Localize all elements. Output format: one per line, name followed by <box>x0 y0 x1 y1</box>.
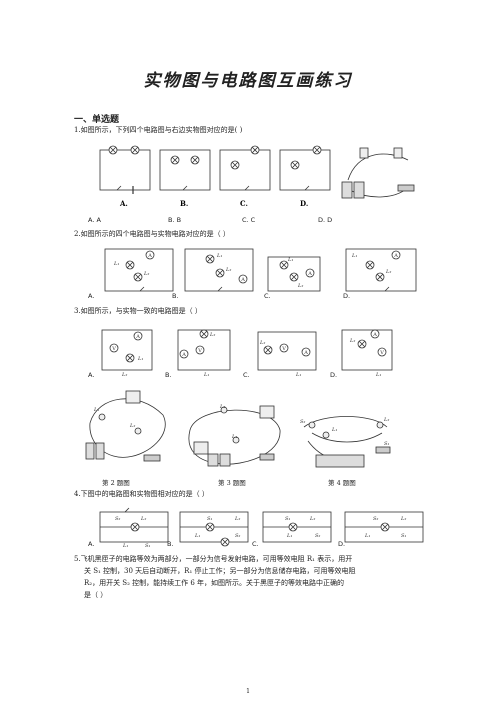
page-title: 实物图与电路图互画练习 <box>143 71 353 91</box>
q3-option-b[interactable]: B. <box>165 371 172 379</box>
caption-fig3: 第 3 题图 <box>218 479 246 487</box>
q2-lamp-label: L₁ <box>351 253 357 259</box>
q4-lamp-label: L₁ <box>286 533 292 539</box>
q3-option-a[interactable]: A. <box>88 371 95 379</box>
fig2-lamp-label: L₂ <box>129 423 135 429</box>
question-2-text: 2.如图所示的四个电路图与实物电路对应的是（ ） <box>74 230 230 238</box>
q3-lamp-label: L₁ <box>375 372 381 378</box>
q3-lamp-label: L₁ <box>295 372 301 378</box>
question-1-text: 1.如图所示，下列四个电路图与右边实物图对应的是( ) <box>74 126 243 134</box>
q4-lamp-label: L₂ <box>140 516 146 522</box>
q2-lamp-label: L₁ <box>287 257 293 263</box>
fig2-lamp-label: L₁ <box>93 407 99 413</box>
q4-switch-label: S₂ <box>315 533 320 539</box>
caption-fig2: 第 2 题图 <box>102 479 130 487</box>
q4-lamp-label: L₂ <box>400 516 406 522</box>
q2-circuit-diagrams: A A A A L₁ L₂ L₁ L₂ L₁ L₂ L₁ L₂ <box>104 248 417 292</box>
q3-lamp-label: L₂ <box>121 372 127 378</box>
q3-ammeter-label: A <box>372 332 377 338</box>
q4-switch-label: S₁ <box>285 516 290 522</box>
q3-option-c[interactable]: C. <box>243 371 250 379</box>
q3-voltmeter-label: V <box>281 346 286 352</box>
q1-fig-label-d: D. <box>300 199 308 208</box>
q4-switch-label: S₂ <box>235 533 240 539</box>
q2-lamp-label: L₂ <box>225 267 231 273</box>
q2-lamp-label: L₁ <box>216 253 222 259</box>
question-3-text: 3.如图所示，与实物一致的电路图是（ ） <box>74 307 202 315</box>
fig4-physical-circuit: S₂ L₁ L₂ S₁ <box>300 416 391 468</box>
q2-lamp-label: L₂ <box>385 269 391 275</box>
fig4-lamp-label: L₂ <box>383 417 389 423</box>
q3-lamp-label: L₂ <box>349 338 355 344</box>
q4-lamp-label: L₁ <box>122 543 128 549</box>
q2-ammeter-label: A <box>393 253 398 259</box>
q1-fig-label-b: B. <box>180 199 188 208</box>
q4-option-c[interactable]: C. <box>252 540 259 548</box>
caption-fig4: 第 4 题图 <box>328 479 356 487</box>
question-5-line-3: R₂，用开关 S₂ 控制，能持续工作 6 年，如图所示。关于黑匣子的等效电路中正… <box>84 579 345 587</box>
fig2-physical-circuit: L₁ L₂ <box>85 390 166 462</box>
fig3-lamp-label: L₂ <box>219 404 225 410</box>
q3-option-d[interactable]: D. <box>330 371 338 379</box>
q2-ammeter-label: A <box>240 277 245 283</box>
q4-switch-label: S₂ <box>115 516 120 522</box>
fig4-lamp-label: L₁ <box>331 427 337 433</box>
q2-option-c[interactable]: C. <box>264 292 271 300</box>
section-heading: 一、单选题 <box>74 115 120 125</box>
fig4-switch-label: S₂ <box>300 419 305 425</box>
q3-ammeter-label: A <box>135 334 140 340</box>
question-5-line-1: 5.飞机黑匣子的电路等效为两部分，一部分为信号发射电路，可用等效电阻 R₁ 表示… <box>74 555 353 563</box>
q4-option-d[interactable]: D. <box>338 540 346 548</box>
q1-physical-circuit <box>341 147 415 199</box>
q2-lamp-label: L₂ <box>143 271 149 277</box>
question-5-line-2: 关 S₁ 控制，30 天后自动断开，R₁ 停止工作；另一部分为信息储存电路，可用… <box>84 567 356 575</box>
q4-switch-label: S₁ <box>207 516 212 522</box>
q2-option-b[interactable]: B. <box>172 292 179 300</box>
q4-lamp-label: L₂ <box>234 516 240 522</box>
q4-option-a[interactable]: A. <box>88 540 95 548</box>
q4-option-b[interactable]: B. <box>167 540 174 548</box>
q2-option-a[interactable]: A. <box>88 292 95 300</box>
question-4-text: 4.下图中的电路图和实物图相对应的是（ ） <box>74 490 209 498</box>
page-number: 1 <box>246 688 250 695</box>
q1-fig-label-c: C. <box>240 199 248 208</box>
q2-ammeter-label: A <box>307 271 312 277</box>
q1-fig-label-a: A. <box>119 199 128 208</box>
q2-ammeter-label: A <box>147 253 152 259</box>
q4-switch-label: S₂ <box>373 516 378 522</box>
q4-switch-label: S₁ <box>145 543 150 549</box>
fig4-switch-label: S₁ <box>384 441 389 447</box>
q3-lamp-label: L₁ <box>137 356 143 362</box>
q2-lamp-label: L₁ <box>113 261 119 267</box>
question-5-line-4: 是（ ） <box>84 591 108 599</box>
q3-ammeter-label: A <box>181 352 186 358</box>
q4-lamp-label: L₁ <box>364 533 370 539</box>
q1-option-d[interactable]: D. D <box>318 216 333 224</box>
q4-lamp-label: L₁ <box>194 533 200 539</box>
q2-option-d[interactable]: D. <box>343 292 351 300</box>
q4-circuit-diagrams: S₂ L₂ L₁ S₁ S₁ L₂ L₁ S₂ S₁ L₂ L₁ S₂ S₂ L… <box>99 507 424 549</box>
q3-voltmeter-label: V <box>197 348 202 354</box>
q3-lamp-label: L₂ <box>259 340 265 346</box>
q2-lamp-label: L₂ <box>297 283 303 289</box>
q1-option-a[interactable]: A. A <box>88 216 101 224</box>
q3-lamp-label: L₁ <box>203 372 209 378</box>
q4-switch-label: S₁ <box>401 533 406 539</box>
q3-ammeter-label: A <box>303 350 308 356</box>
q1-option-c[interactable]: C. C <box>242 216 256 224</box>
fig3-lamp-label: L₁ <box>231 434 237 440</box>
q3-lamp-label: L₂ <box>209 332 215 338</box>
q3-voltmeter-label: V <box>111 346 116 352</box>
q4-lamp-label: L₂ <box>309 516 315 522</box>
q3-voltmeter-label: V <box>379 350 384 356</box>
q1-circuit-diagrams: A. B. C. D. <box>99 145 331 208</box>
q1-option-b[interactable]: B. B <box>168 216 182 224</box>
fig3-physical-circuit: L₂ L₁ <box>188 404 281 467</box>
q3-circuit-diagrams: A V A V V A A V L₁ L₂ L₂ L₁ L₂ L₁ L₂ L₁ <box>101 329 393 378</box>
